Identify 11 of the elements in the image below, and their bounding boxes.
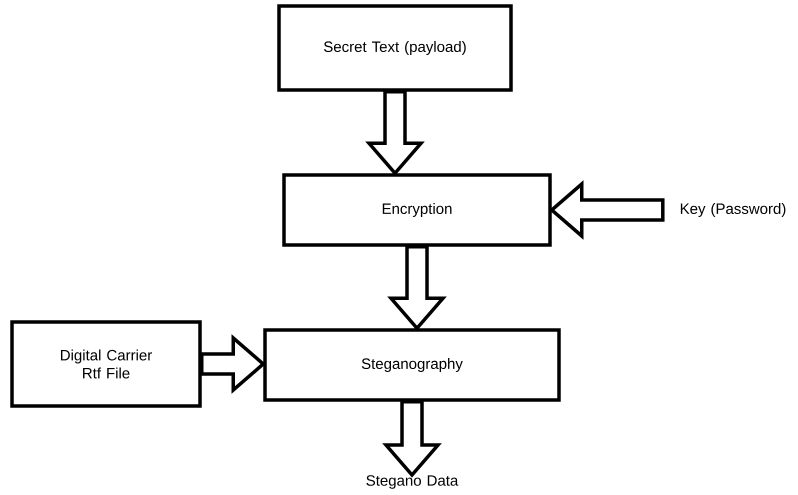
text-label: Stegano Data [366, 475, 458, 489]
text-label: Key (Password) [680, 203, 786, 217]
hollow-arrow [382, 400, 442, 478]
process-box: Digital Carrier Rtf File [10, 320, 202, 408]
hollow-arrow [387, 245, 447, 331]
process-box: Steganography [263, 328, 561, 402]
process-box: Encryption [282, 173, 552, 247]
hollow-arrow [365, 90, 425, 176]
hollow-arrow [549, 180, 665, 240]
process-box: Secret Text (payload) [277, 4, 513, 92]
hollow-arrow [200, 334, 266, 394]
